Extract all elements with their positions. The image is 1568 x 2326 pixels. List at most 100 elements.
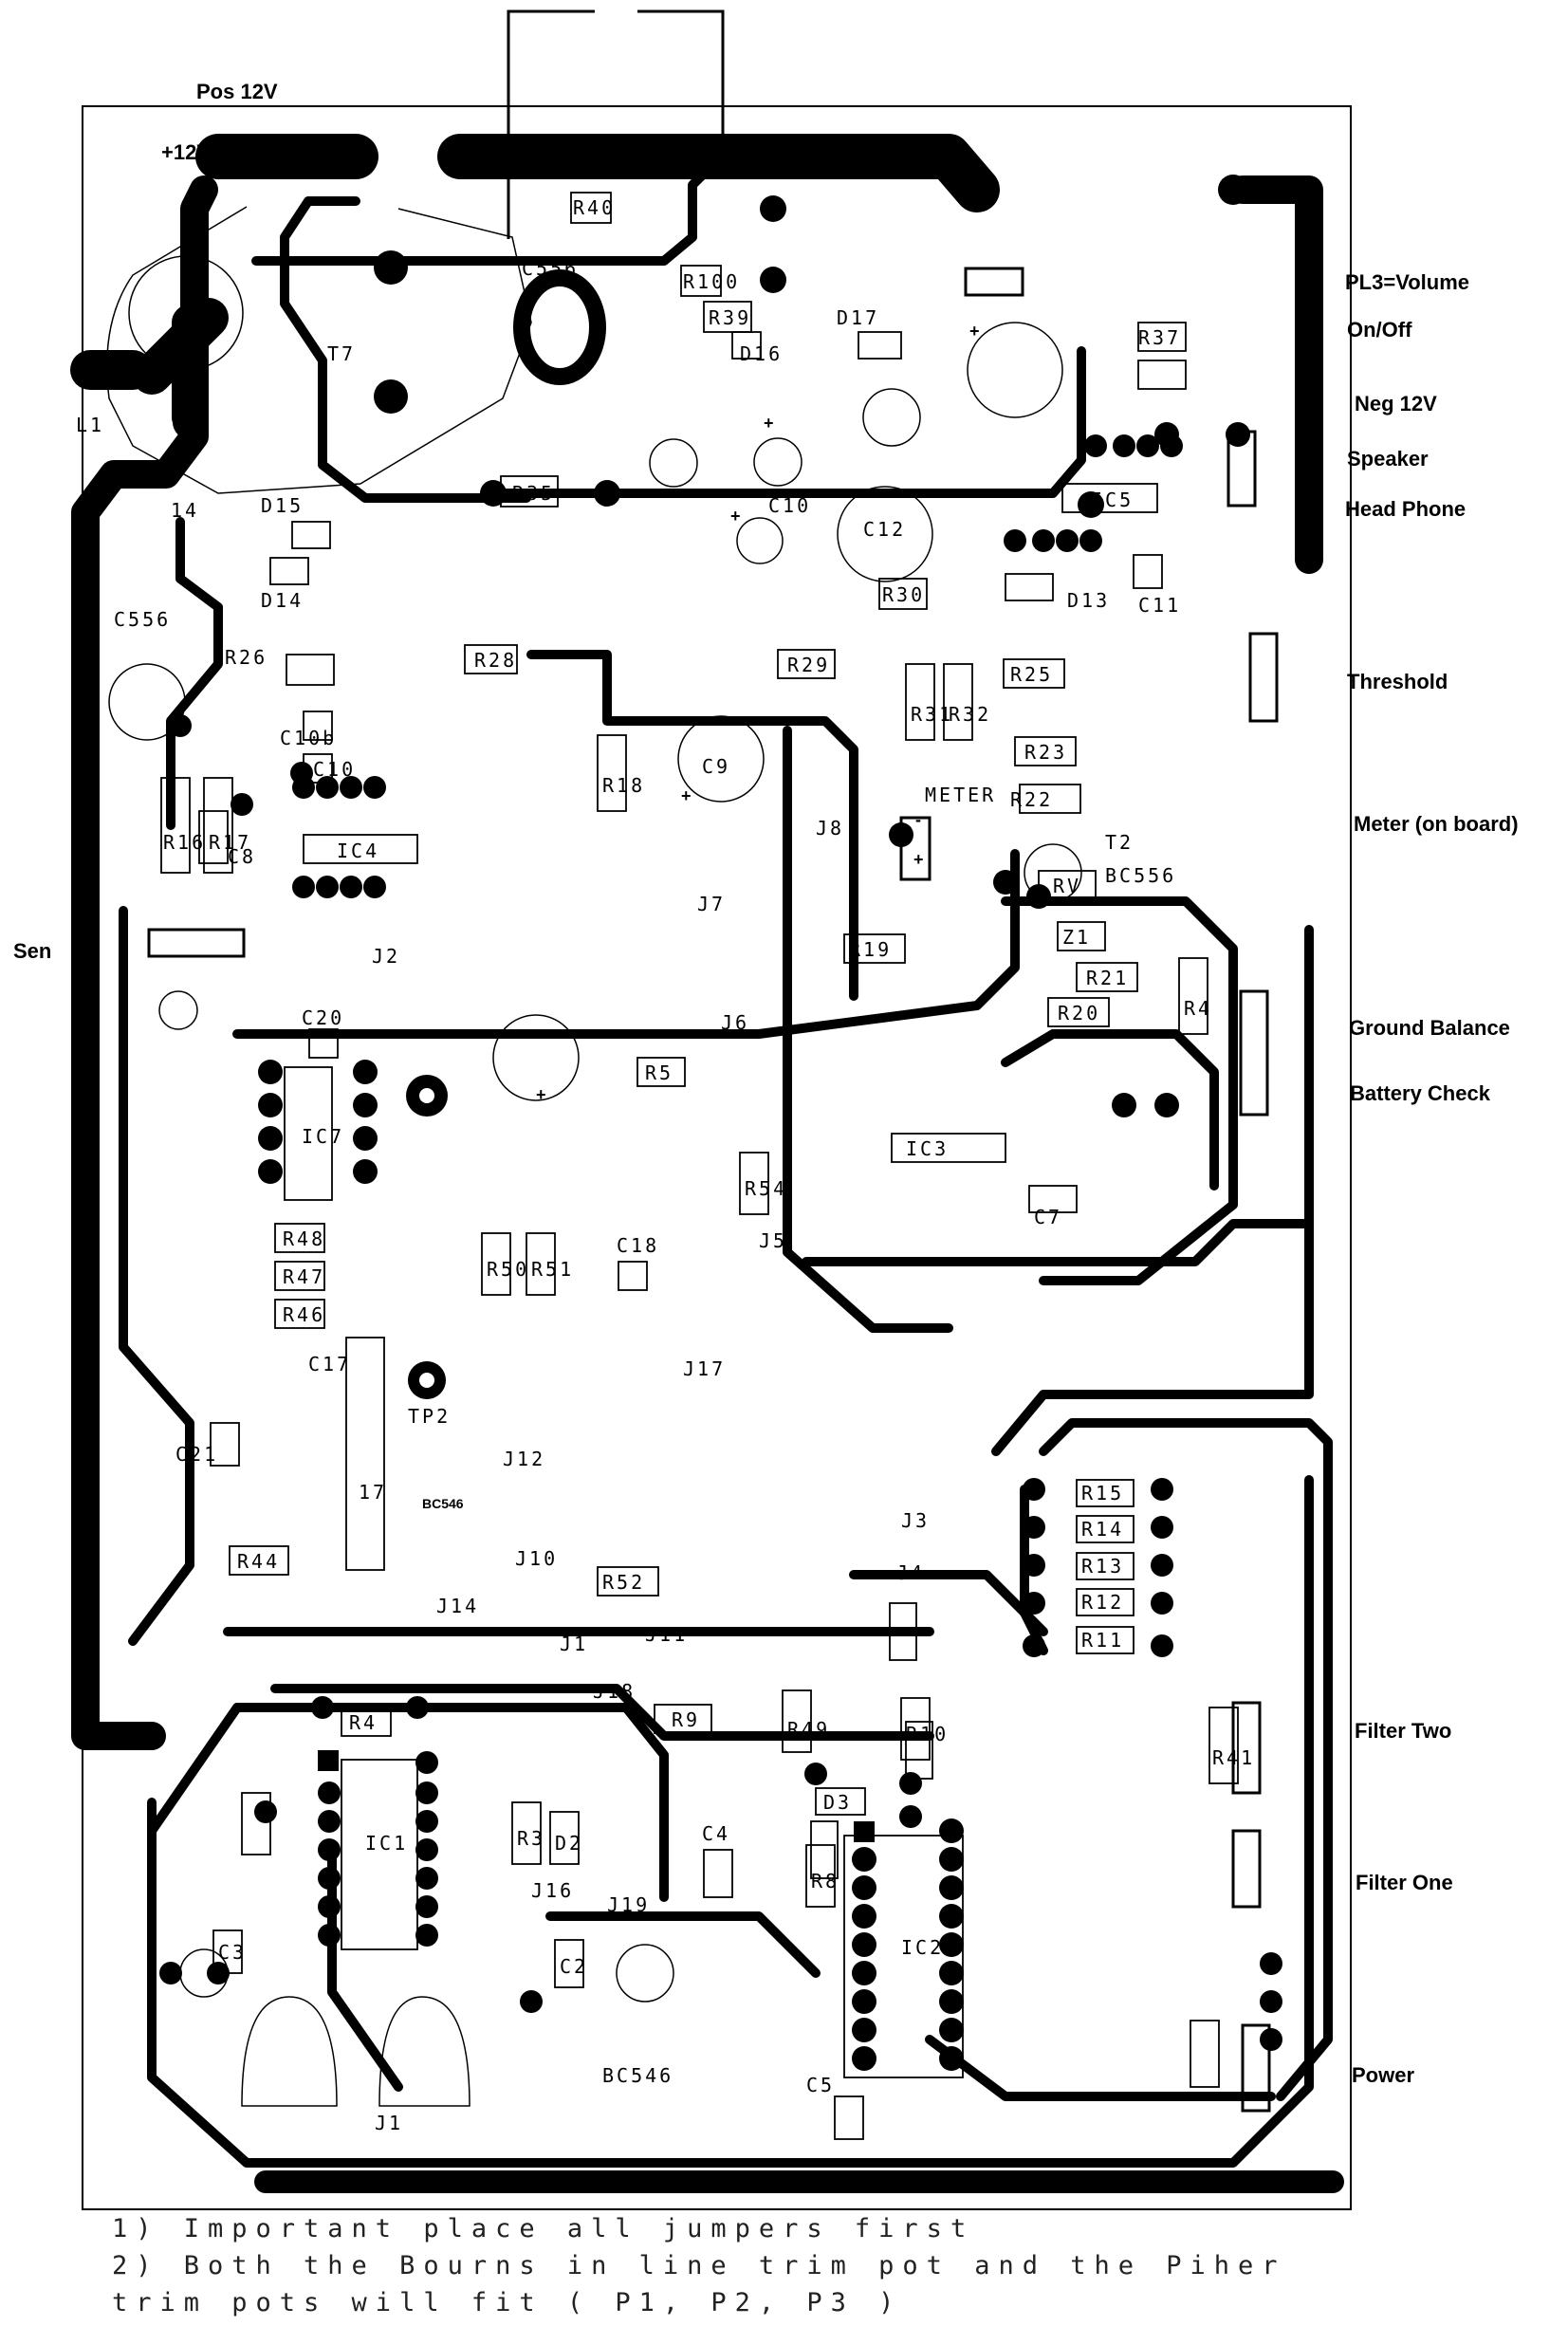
svg-text:R25: R25 <box>1010 663 1053 686</box>
svg-text:R17: R17 <box>209 831 251 854</box>
svg-text:D15: D15 <box>261 494 304 517</box>
svg-text:T7: T7 <box>327 342 356 365</box>
svg-text:R30: R30 <box>882 583 925 606</box>
label-threshold: Threshold <box>1347 670 1448 693</box>
svg-text:J5: J5 <box>759 1229 787 1252</box>
label-head-phone: Head Phone <box>1345 497 1467 521</box>
label-power: Power <box>1352 2063 1415 2087</box>
svg-text:D17: D17 <box>837 306 879 329</box>
label-meter-on-board: Meter (on board) <box>1354 812 1519 836</box>
svg-text:METER: METER <box>925 784 996 806</box>
svg-text:14: 14 <box>171 499 199 522</box>
ic1-pads <box>318 1750 438 1947</box>
assembly-note-2: 2) Both the Bourns in line trim pot and … <box>112 2251 1286 2280</box>
svg-text:C7: C7 <box>1034 1206 1062 1228</box>
svg-text:L1: L1 <box>76 414 104 436</box>
svg-text:J12: J12 <box>503 1448 545 1470</box>
svg-text:R47: R47 <box>283 1265 325 1288</box>
label-battery-check: Battery Check <box>1350 1081 1490 1105</box>
sen-label: Sen <box>13 939 52 963</box>
svg-text:R28: R28 <box>474 649 517 672</box>
svg-text:C12: C12 <box>863 518 906 541</box>
svg-text:R5: R5 <box>645 1061 673 1084</box>
svg-text:R20: R20 <box>1058 1002 1100 1025</box>
svg-text:R35: R35 <box>512 482 555 505</box>
svg-text:R100: R100 <box>683 270 740 293</box>
svg-text:Z1: Z1 <box>1062 926 1091 949</box>
svg-text:+: + <box>536 1085 546 1104</box>
assembly-note-3: trim pots will fit ( P1, P2, P3 ) <box>112 2288 903 2317</box>
svg-text:R48: R48 <box>283 1228 325 1250</box>
label-on-off: On/Off <box>1347 318 1412 342</box>
svg-text:IC5: IC5 <box>1091 489 1134 511</box>
svg-text:J18: J18 <box>593 1680 636 1703</box>
ic5-pads <box>1004 434 1183 552</box>
plus-12v-label: +12V <box>161 140 211 164</box>
svg-text:D13: D13 <box>1067 589 1110 612</box>
pos-12v-label: Pos 12V <box>196 80 278 103</box>
svg-text:IC2: IC2 <box>901 1936 944 1959</box>
svg-text:R4: R4 <box>1184 997 1212 1020</box>
svg-text:J2: J2 <box>372 945 400 968</box>
pads <box>159 175 1282 2051</box>
svg-text:C5: C5 <box>806 2074 835 2096</box>
ic-pads <box>258 434 1183 2071</box>
svg-text:TP2: TP2 <box>408 1405 451 1428</box>
svg-text:C21: C21 <box>175 1443 218 1466</box>
svg-text:C11: C11 <box>1138 594 1181 617</box>
svg-text:J1: J1 <box>375 2112 403 2134</box>
svg-text:R13: R13 <box>1081 1555 1124 1578</box>
svg-text:R15: R15 <box>1081 1482 1124 1505</box>
svg-text:BC546: BC546 <box>422 1496 464 1511</box>
external-wire <box>637 9 725 144</box>
svg-text:J4: J4 <box>896 1561 925 1584</box>
polarity-marks: - + + + + + + + <box>147 322 980 1953</box>
svg-text:RV: RV <box>1053 875 1081 897</box>
svg-text:J7: J7 <box>697 893 726 915</box>
svg-text:R11: R11 <box>1081 1629 1124 1652</box>
svg-text:R19: R19 <box>849 938 892 961</box>
svg-text:R51: R51 <box>531 1258 574 1281</box>
svg-text:IC7: IC7 <box>302 1125 344 1148</box>
svg-text:R49: R49 <box>787 1718 830 1741</box>
board-outline <box>82 105 1352 2210</box>
svg-text:R23: R23 <box>1024 741 1067 764</box>
svg-text:IC4: IC4 <box>337 840 379 862</box>
label-filter-two: Filter Two <box>1355 1719 1452 1743</box>
svg-text:17: 17 <box>359 1481 387 1504</box>
svg-text:BC546: BC546 <box>602 2064 673 2087</box>
connector-headers <box>147 267 1279 2113</box>
svg-text:J3: J3 <box>901 1509 930 1532</box>
svg-text:J6: J6 <box>721 1011 749 1034</box>
svg-text:D16: D16 <box>740 342 783 365</box>
svg-text:R32: R32 <box>949 703 991 726</box>
svg-text:R8: R8 <box>811 1870 839 1892</box>
svg-text:R46: R46 <box>283 1303 325 1326</box>
svg-text:IC1: IC1 <box>365 1832 408 1855</box>
power-rails <box>70 134 1344 2193</box>
svg-text:R37: R37 <box>1138 326 1181 349</box>
svg-text:J14: J14 <box>436 1595 479 1617</box>
svg-text:R9: R9 <box>672 1708 700 1731</box>
svg-text:C8: C8 <box>228 845 256 868</box>
svg-text:R40: R40 <box>573 196 616 219</box>
svg-text:C2: C2 <box>560 1955 588 1978</box>
svg-text:R10: R10 <box>906 1723 949 1745</box>
ref-D1-top: D1 <box>577 145 605 168</box>
svg-text:R4: R4 <box>349 1711 378 1734</box>
svg-text:J11: J11 <box>645 1623 688 1646</box>
svg-text:R3: R3 <box>517 1827 545 1850</box>
svg-text:R26: R26 <box>225 646 267 669</box>
svg-text:+: + <box>913 850 924 869</box>
svg-text:C556: C556 <box>522 257 579 280</box>
svg-text:R21: R21 <box>1086 967 1129 989</box>
svg-text:C3: C3 <box>218 1941 247 1964</box>
transformer-outline <box>106 206 606 494</box>
label-filter-one: Filter One <box>1356 1871 1453 1894</box>
svg-text:J1: J1 <box>560 1633 588 1655</box>
svg-text:R44: R44 <box>237 1550 280 1573</box>
svg-text:R31: R31 <box>911 703 953 726</box>
svg-text:-: - <box>915 810 921 829</box>
svg-text:+: + <box>764 414 774 433</box>
svg-text:C556: C556 <box>114 608 171 631</box>
